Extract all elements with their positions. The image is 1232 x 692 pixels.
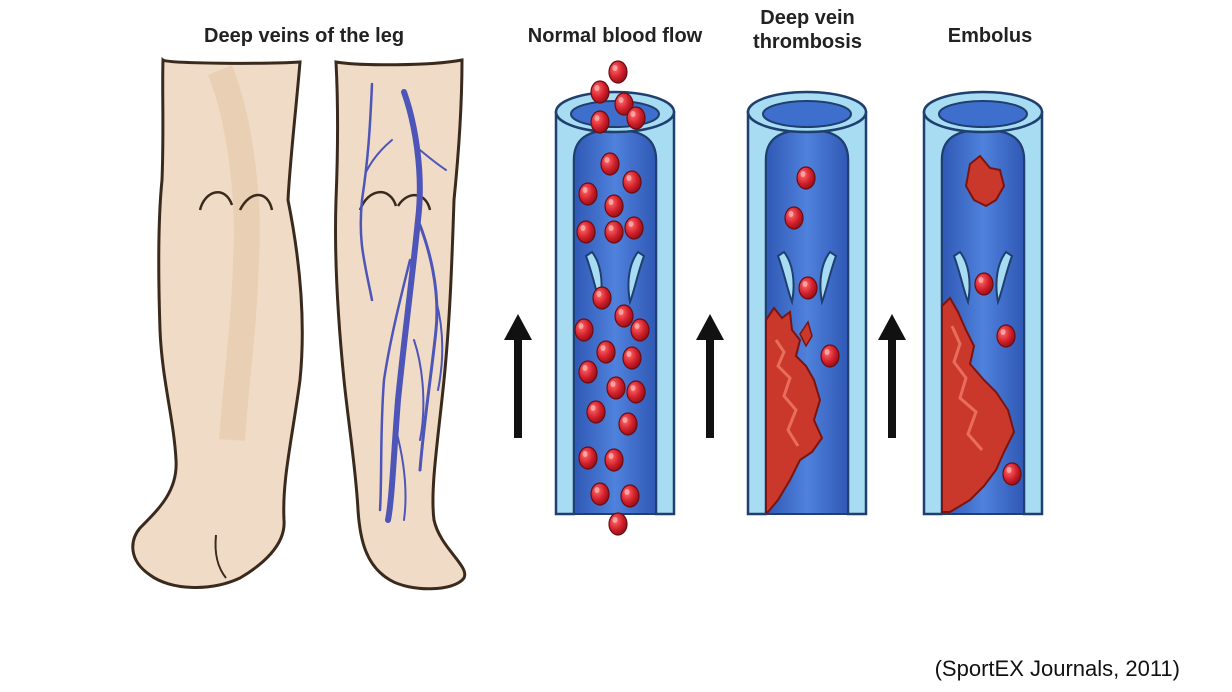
up-arrow-icon [504,314,532,438]
deep-veins [359,82,447,523]
title-normal-blood-flow: Normal blood flow [527,25,703,47]
up-arrow-icon [878,314,906,438]
title-embolus: Embolus [947,25,1033,47]
leg-left-skin [131,56,304,589]
up-arrow-icon [696,314,724,438]
title-dvt-line2: thrombosis [753,31,862,53]
clot-icon [765,306,824,513]
leg-right [333,58,467,591]
clot-icon [941,154,1016,513]
title-dvt-line1: Deep vein [760,7,855,29]
vessel-dvt [746,90,868,516]
title-deep-vein-thrombosis: Deep vein thrombosis [740,6,875,54]
leg-left [131,56,304,589]
vessel-normal [554,60,676,536]
title-deep-veins-of-the-leg: Deep veins of the leg [204,25,405,47]
source-credit: (SportEX Journals, 2011) [934,656,1180,681]
vessel-embolus [922,90,1044,516]
leg-right-skin [333,58,467,591]
